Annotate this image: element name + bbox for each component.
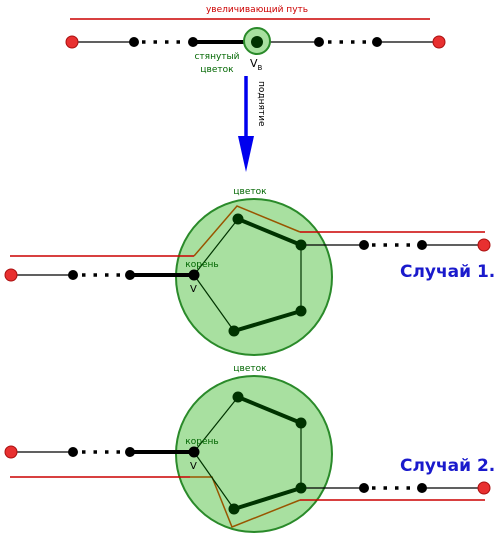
blossom-node [295, 417, 307, 429]
blossom-matched-edge [233, 486, 302, 511]
node [359, 483, 369, 493]
root-node [188, 446, 200, 458]
path-through-blossom [190, 476, 301, 528]
blossom-circle [175, 375, 333, 533]
case2-section: цветок корень V Случай 2. [4, 364, 495, 533]
blossom-matched-edge [237, 395, 302, 425]
node [68, 447, 78, 457]
contracted-blossom-label-2: цветок [200, 65, 234, 75]
blossom-node [295, 239, 307, 251]
node [125, 447, 135, 457]
blossom-circle [175, 198, 333, 356]
blossom-node [228, 503, 240, 515]
blossom-label: цветок [233, 187, 267, 197]
lift-arrow: поднятие [238, 76, 266, 172]
case1-title: Случай 1. [400, 262, 495, 282]
endpoint-node [477, 481, 491, 495]
root-label: корень [185, 437, 218, 447]
blossom-edge [193, 396, 239, 453]
node [314, 37, 324, 47]
vertex-vb-label: VB [250, 57, 263, 72]
case1-section: цветок корень V Случай 1. [4, 187, 495, 356]
vertex-v-label: V [190, 461, 197, 472]
blossom-node [232, 391, 244, 403]
blossom-edge [193, 451, 235, 510]
blossom-node [232, 213, 244, 225]
node [125, 270, 135, 280]
endpoint-node [65, 35, 79, 49]
node [68, 270, 78, 280]
endpoint-node [4, 445, 18, 459]
top-contracted-section: увеличивающий путь стянутый цветок VB [65, 5, 446, 75]
endpoint-node [432, 35, 446, 49]
blossom-node [295, 482, 307, 494]
node [372, 37, 382, 47]
blossom-node [228, 325, 240, 337]
blossom-node [251, 36, 263, 48]
root-label: корень [185, 260, 218, 270]
blossom-label: цветок [233, 364, 267, 374]
blossom-node [295, 305, 307, 317]
lift-label: поднятие [256, 81, 266, 127]
vertex-v-label: V [190, 284, 197, 295]
case2-title: Случай 2. [400, 456, 495, 476]
augmenting-path-label: увеличивающий путь [206, 5, 308, 15]
endpoint-node [4, 268, 18, 282]
node [417, 240, 427, 250]
blossom-edge [193, 218, 239, 276]
path-through-blossom [193, 205, 301, 257]
node [359, 240, 369, 250]
contracted-blossom-label-1: стянутый [194, 52, 239, 62]
node [129, 37, 139, 47]
blossom-matched-edge [233, 309, 302, 333]
endpoint-node [477, 238, 491, 252]
root-node [188, 269, 200, 281]
blossom-edge [193, 274, 235, 332]
blossom-matched-edge [237, 217, 302, 247]
node [188, 37, 198, 47]
node [417, 483, 427, 493]
